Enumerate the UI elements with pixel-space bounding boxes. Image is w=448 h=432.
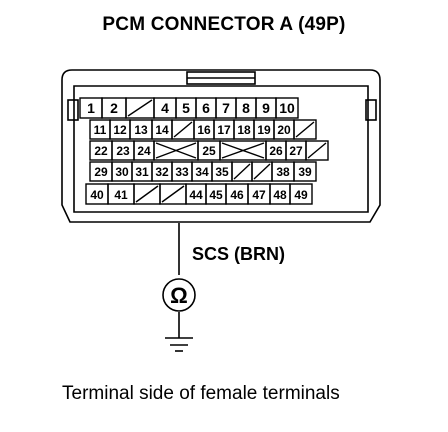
empty-terminal-slash — [161, 185, 185, 203]
terminal-number: 6 — [202, 100, 210, 116]
empty-terminal-slash — [307, 142, 327, 159]
terminal-number: 35 — [215, 165, 229, 179]
terminal-number: 45 — [209, 188, 223, 202]
terminal-number: 32 — [155, 165, 169, 179]
empty-terminal-slash — [233, 163, 251, 180]
terminal-number: 8 — [242, 100, 250, 116]
terminal-cell — [289, 183, 313, 205]
terminal-number: 24 — [137, 144, 151, 158]
terminal-number: 10 — [279, 100, 295, 116]
empty-terminal-cross — [221, 142, 265, 159]
terminal-number: 44 — [189, 188, 203, 202]
terminal-cell — [305, 140, 329, 161]
terminal-number: 19 — [257, 123, 271, 137]
terminal-number: 18 — [237, 123, 251, 137]
terminal-number: 1 — [87, 100, 95, 116]
terminal-cell — [293, 119, 317, 140]
terminal-number: 16 — [197, 123, 211, 137]
connector-inner-frame — [73, 85, 369, 213]
terminal-number: 34 — [195, 165, 209, 179]
empty-terminal-slash — [295, 121, 315, 138]
terminal-cell — [275, 97, 299, 119]
page-title: PCM CONNECTOR A (49P) — [102, 14, 346, 35]
terminal-number: 11 — [94, 123, 107, 137]
terminal-number: 5 — [182, 100, 190, 116]
terminal-number: 41 — [114, 188, 128, 202]
terminal-number: 25 — [202, 144, 216, 158]
ohmmeter-icon: Ω — [170, 283, 188, 308]
signal-label: SCS (BRN) — [192, 244, 285, 264]
empty-terminal-slash — [173, 121, 193, 138]
side-tab-right — [365, 99, 377, 121]
empty-terminal-slash — [135, 185, 159, 203]
terminal-number: 29 — [94, 165, 108, 179]
terminal-cell — [293, 161, 317, 182]
terminal-number: 47 — [252, 188, 266, 202]
terminal-number: 23 — [116, 144, 130, 158]
terminal-number: 49 — [294, 188, 308, 202]
terminal-number: 46 — [230, 188, 244, 202]
terminal-number: 4 — [161, 100, 169, 116]
terminal-number: 17 — [217, 123, 231, 137]
terminal-number: 9 — [262, 100, 270, 116]
side-tab-left — [67, 99, 79, 121]
empty-terminal-slash — [253, 163, 271, 180]
terminal-number: 33 — [175, 165, 189, 179]
terminal-number: 12 — [113, 123, 127, 137]
terminal-number: 30 — [115, 165, 129, 179]
empty-terminal-slash — [127, 99, 153, 117]
empty-terminal-cross — [155, 142, 197, 159]
connector-housing — [61, 69, 381, 223]
ohmmeter-circle — [162, 278, 196, 312]
terminal-number: 48 — [273, 188, 287, 202]
terminal-number: 26 — [269, 144, 283, 158]
caption: Terminal side of female terminals — [62, 383, 340, 404]
terminal-number: 27 — [289, 144, 303, 158]
terminal-number: 22 — [94, 144, 108, 158]
terminal-number: 2 — [110, 100, 118, 116]
terminal-number: 31 — [135, 165, 149, 179]
terminal-number: 20 — [277, 123, 291, 137]
terminal-number: 14 — [155, 123, 169, 137]
terminal-number: 38 — [276, 165, 290, 179]
terminal-number: 40 — [90, 188, 104, 202]
terminal-number: 13 — [134, 123, 148, 137]
terminal-number: 7 — [222, 100, 230, 116]
terminal-number: 39 — [298, 165, 312, 179]
